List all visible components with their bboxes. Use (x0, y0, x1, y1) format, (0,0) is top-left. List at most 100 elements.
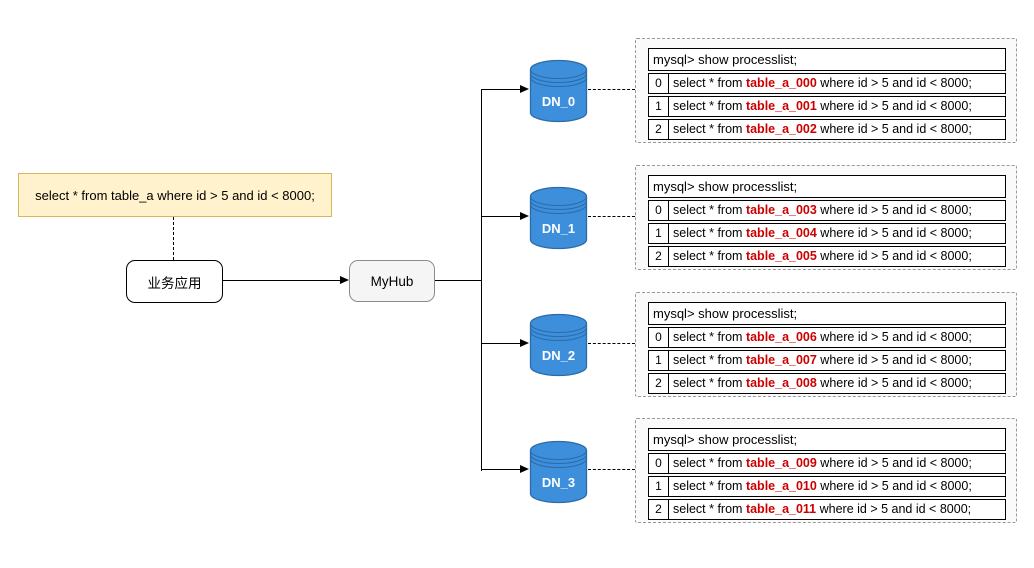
query-prefix: select * from (673, 330, 746, 344)
processlist-row: 1 select * from table_a_007 where id > 5… (648, 350, 1006, 371)
processlist-header: mysql> show processlist; (648, 428, 1006, 451)
processlist-row: 1 select * from table_a_010 where id > 5… (648, 476, 1006, 497)
row-query: select * from table_a_006 where id > 5 a… (669, 328, 1005, 347)
sql-note-text: select * from table_a where id > 5 and i… (35, 187, 315, 203)
dn2-to-panel-dashed-connector (588, 343, 635, 344)
branch-arrowhead-dn2 (520, 339, 529, 347)
app-to-hub-arrow-line (223, 280, 341, 281)
database-cylinder-dn1: DN_1 (529, 186, 588, 250)
database-cylinder-dn2: DN_2 (529, 313, 588, 377)
row-id: 1 (649, 97, 669, 116)
processlist-row: 2 select * from table_a_005 where id > 5… (648, 246, 1006, 267)
row-id: 0 (649, 74, 669, 93)
query-table-name: table_a_010 (745, 479, 817, 493)
dn1-to-panel-dashed-connector (588, 216, 635, 217)
query-prefix: select * from (673, 226, 746, 240)
query-suffix: where id > 5 and id < 8000; (816, 376, 972, 390)
processlist-row: 1 select * from table_a_001 where id > 5… (648, 96, 1006, 117)
dn1-label: DN_1 (542, 221, 575, 236)
row-id: 0 (649, 454, 669, 473)
processlist-row: 0 select * from table_a_009 where id > 5… (648, 453, 1006, 474)
row-query: select * from table_a_007 where id > 5 a… (669, 351, 1005, 370)
business-app-label: 业务应用 (147, 275, 202, 291)
dn3-label: DN_3 (542, 475, 575, 490)
row-query: select * from table_a_005 where id > 5 a… (669, 247, 1005, 266)
query-table-name: table_a_007 (745, 353, 817, 367)
processlist-row: 1 select * from table_a_004 where id > 5… (648, 223, 1006, 244)
row-query: select * from table_a_001 where id > 5 a… (669, 97, 1005, 116)
branch-arrowhead-dn1 (520, 212, 529, 220)
query-suffix: where id > 5 and id < 8000; (816, 353, 972, 367)
hub-to-trunk-line (435, 280, 482, 281)
query-suffix: where id > 5 and id < 8000; (816, 122, 972, 136)
processlist-panel-dn2: mysql> show processlist; 0 select * from… (635, 292, 1017, 397)
database-cylinder-dn3: DN_3 (529, 440, 588, 504)
row-query: select * from table_a_000 where id > 5 a… (669, 74, 1005, 93)
row-query: select * from table_a_009 where id > 5 a… (669, 454, 1005, 473)
fanout-trunk-line (481, 89, 482, 471)
row-id: 0 (649, 328, 669, 347)
processlist-table: mysql> show processlist; 0 select * from… (648, 48, 1006, 140)
query-table-name: table_a_005 (745, 249, 817, 263)
processlist-header: mysql> show processlist; (648, 175, 1006, 198)
row-id: 2 (649, 500, 669, 519)
query-suffix: where id > 5 and id < 8000; (816, 330, 972, 344)
query-table-name: table_a_006 (745, 330, 817, 344)
query-suffix: where id > 5 and id < 8000; (816, 226, 972, 240)
row-id: 1 (649, 477, 669, 496)
branch-arrowhead-dn0 (520, 85, 529, 93)
row-id: 2 (649, 247, 669, 266)
myhub-node: MyHub (349, 260, 435, 302)
row-id: 2 (649, 120, 669, 139)
row-query: select * from table_a_002 where id > 5 a… (669, 120, 1005, 139)
row-id: 1 (649, 351, 669, 370)
processlist-header: mysql> show processlist; (648, 302, 1006, 325)
dn0-to-panel-dashed-connector (588, 89, 635, 90)
processlist-row: 0 select * from table_a_003 where id > 5… (648, 200, 1006, 221)
processlist-panel-dn1: mysql> show processlist; 0 select * from… (635, 165, 1017, 270)
dn3-to-panel-dashed-connector (588, 469, 635, 470)
processlist-panel-dn0: mysql> show processlist; 0 select * from… (635, 38, 1017, 143)
query-prefix: select * from (673, 76, 746, 90)
processlist-table: mysql> show processlist; 0 select * from… (648, 175, 1006, 267)
branch-line-dn0 (482, 89, 521, 90)
dn0-label: DN_0 (542, 94, 575, 109)
query-prefix: select * from (673, 456, 746, 470)
app-to-hub-arrowhead (340, 276, 349, 284)
processlist-row: 2 select * from table_a_002 where id > 5… (648, 119, 1006, 140)
query-suffix: where id > 5 and id < 8000; (816, 479, 972, 493)
processlist-panel-dn3: mysql> show processlist; 0 select * from… (635, 418, 1017, 523)
processlist-header: mysql> show processlist; (648, 48, 1006, 71)
row-id: 1 (649, 224, 669, 243)
branch-line-dn3 (482, 469, 521, 470)
note-to-app-dashed-connector (173, 217, 174, 260)
query-prefix: select * from (673, 122, 746, 136)
query-table-name: table_a_008 (745, 376, 817, 390)
branch-line-dn1 (482, 216, 521, 217)
processlist-table: mysql> show processlist; 0 select * from… (648, 302, 1006, 394)
query-suffix: where id > 5 and id < 8000; (816, 76, 972, 90)
processlist-row: 2 select * from table_a_008 where id > 5… (648, 373, 1006, 394)
query-suffix: where id > 5 and id < 8000; (816, 99, 972, 113)
query-table-name: table_a_000 (745, 76, 817, 90)
branch-line-dn2 (482, 343, 521, 344)
sql-note: select * from table_a where id > 5 and i… (18, 173, 332, 217)
query-table-name: table_a_004 (745, 226, 817, 240)
processlist-table: mysql> show processlist; 0 select * from… (648, 428, 1006, 520)
query-suffix: where id > 5 and id < 8000; (816, 249, 972, 263)
row-query: select * from table_a_003 where id > 5 a… (669, 201, 1005, 220)
processlist-row: 2 select * from table_a_011 where id > 5… (648, 499, 1006, 520)
database-cylinder-dn0: DN_0 (529, 59, 588, 123)
row-id: 2 (649, 374, 669, 393)
query-prefix: select * from (673, 99, 746, 113)
row-id: 0 (649, 201, 669, 220)
query-table-name: table_a_011 (745, 502, 817, 516)
query-table-name: table_a_003 (745, 203, 817, 217)
processlist-row: 0 select * from table_a_000 where id > 5… (648, 73, 1006, 94)
query-table-name: table_a_009 (745, 456, 817, 470)
query-prefix: select * from (673, 502, 746, 516)
query-table-name: table_a_001 (745, 99, 817, 113)
query-prefix: select * from (673, 249, 746, 263)
row-query: select * from table_a_011 where id > 5 a… (669, 500, 1005, 519)
